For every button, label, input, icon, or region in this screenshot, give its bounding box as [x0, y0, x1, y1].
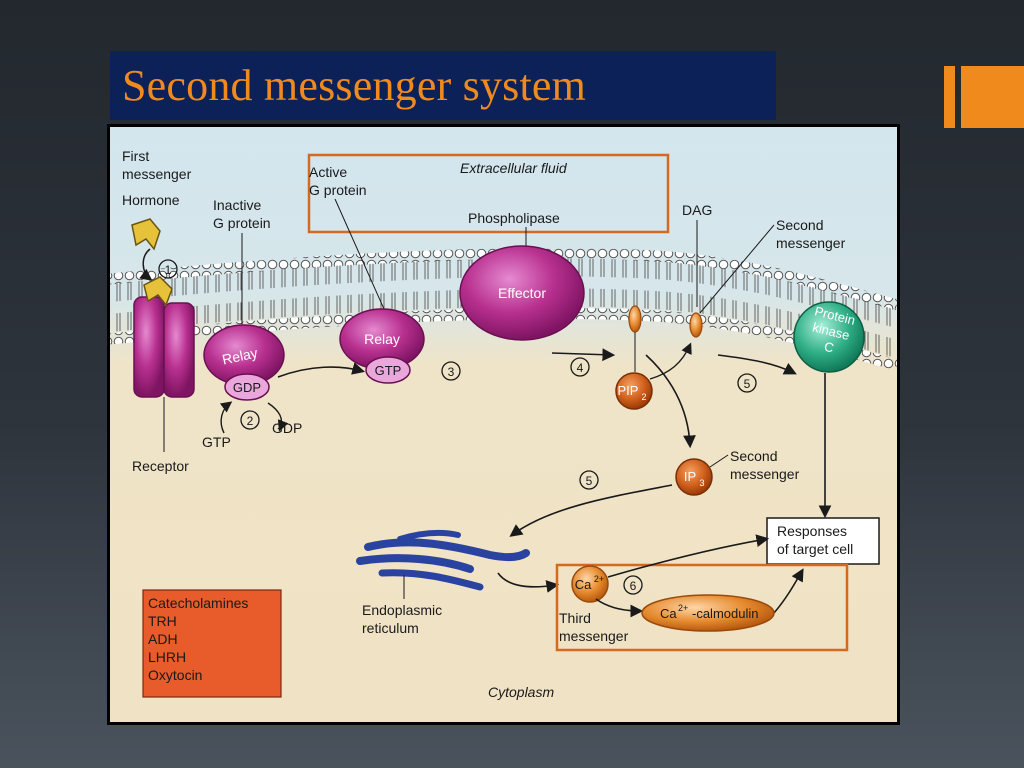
svg-text:GTP: GTP [375, 363, 402, 378]
diagram-figure: First messenger Hormone Inactive G prote… [107, 124, 900, 725]
calmodulin-to-response-arrow [773, 568, 804, 614]
pip2-molecule: PIP 2 [615, 372, 653, 410]
responses-label: Responses of target cell [777, 523, 853, 557]
svg-text:2+: 2+ [678, 603, 688, 613]
hormone-label: Hormone [122, 192, 180, 208]
third-messenger-label: Third messenger [559, 610, 629, 644]
svg-text:Relay: Relay [364, 331, 400, 347]
relay-activation-arrow [277, 362, 366, 378]
second-messenger-mid-label: Second messenger [730, 448, 800, 482]
svg-text:3: 3 [699, 478, 704, 488]
slide-title: Second messenger system [122, 61, 587, 110]
step-6-circle [623, 575, 643, 595]
step-5-bottom-number: 5 [586, 474, 593, 488]
inactive-g-protein-label: Inactive G protein [213, 197, 271, 231]
step-6-number: 6 [630, 579, 637, 593]
gtp-in-arrow [219, 401, 233, 434]
active-relay-g-protein: Relay GTP [339, 308, 425, 384]
accent-bar-thin [944, 66, 955, 128]
ca-to-response-arrow [607, 534, 770, 578]
phospholipase-label: Phospholipase [468, 210, 560, 226]
pip2-to-dag-arrow [649, 342, 692, 380]
ca-calmodulin-complex: Ca 2+ -calmodulin [641, 594, 775, 632]
receptor [133, 276, 195, 398]
extracellular-highlight-box [307, 153, 670, 234]
endoplasmic-reticulum-label: Endoplasmic reticulum [362, 602, 446, 636]
pip2-to-ip3-arrow [645, 354, 696, 449]
svg-text:IP: IP [684, 469, 696, 484]
step-5-top-circle [737, 373, 757, 393]
step-2-number: 2 [247, 414, 254, 428]
svg-text:Ca: Ca [660, 606, 677, 621]
svg-text:2+: 2+ [594, 574, 604, 584]
third-messenger-highlight-box [555, 563, 849, 652]
step-3-circle [441, 361, 461, 381]
pip2-anchor [628, 305, 642, 333]
step-2-circle [240, 410, 260, 430]
receptor-label: Receptor [132, 458, 189, 474]
step-1-number: 1 [165, 263, 172, 277]
ip3-molecule: IP 3 [675, 458, 713, 496]
svg-text:Ca: Ca [575, 577, 592, 592]
gdp-out-label: GDP [272, 420, 302, 436]
gtp-in-label: GTP [202, 434, 231, 450]
dag-to-pkc-arrow [717, 354, 797, 375]
step-4-circle [570, 357, 590, 377]
gdp-out-arrow [267, 402, 289, 432]
endoplasmic-reticulum [356, 529, 530, 591]
second-messenger-top-pointer [699, 224, 775, 314]
step-4-number: 4 [577, 361, 584, 375]
hormone-list: Catecholamines TRH ADH LHRH Oxytocin [148, 595, 252, 683]
protein-kinase-c: Protein kinase C [793, 301, 865, 373]
step-1-arrow [139, 248, 153, 281]
accent-bar-wide [961, 66, 1024, 128]
effector-phospholipase: Effector [459, 245, 585, 341]
step-4-arrow [551, 348, 616, 362]
cytoplasm-label: Cytoplasm [488, 684, 554, 700]
extracellular-fluid-label: Extracellular fluid [460, 160, 568, 176]
hormone-list-box [142, 589, 282, 698]
svg-text:2: 2 [641, 392, 646, 402]
dag-label: DAG [682, 202, 712, 218]
calcium-ion: Ca 2+ [571, 565, 609, 603]
ip3-to-er-arrow [509, 484, 673, 537]
inactive-relay-g-protein: Relay GDP [203, 324, 285, 401]
title-box: Second messenger system [110, 51, 776, 120]
svg-text:PIP: PIP [618, 383, 639, 398]
active-g-protein-label: Active G protein [309, 164, 367, 198]
er-to-ca-arrow [497, 572, 560, 593]
svg-text:Relay: Relay [221, 344, 259, 367]
second-messenger-diagram: First messenger Hormone Inactive G prote… [110, 127, 897, 722]
hormone-molecule-free [131, 218, 161, 251]
step-1-circle [158, 259, 178, 279]
active-g-protein-pointer [334, 198, 393, 328]
svg-text:-calmodulin: -calmodulin [692, 606, 758, 621]
step-5-top-number: 5 [744, 377, 751, 391]
first-messenger-label: First messenger [122, 148, 192, 182]
svg-text:Effector: Effector [498, 285, 546, 301]
step-5-bottom-circle [579, 470, 599, 490]
svg-text:GDP: GDP [233, 380, 261, 395]
ca-to-calmodulin-arrow [595, 598, 644, 618]
dag-molecule [689, 312, 703, 338]
second-messenger-top-label: Second messenger [776, 217, 846, 251]
ip3-pointer [709, 454, 729, 468]
step-3-number: 3 [448, 365, 455, 379]
